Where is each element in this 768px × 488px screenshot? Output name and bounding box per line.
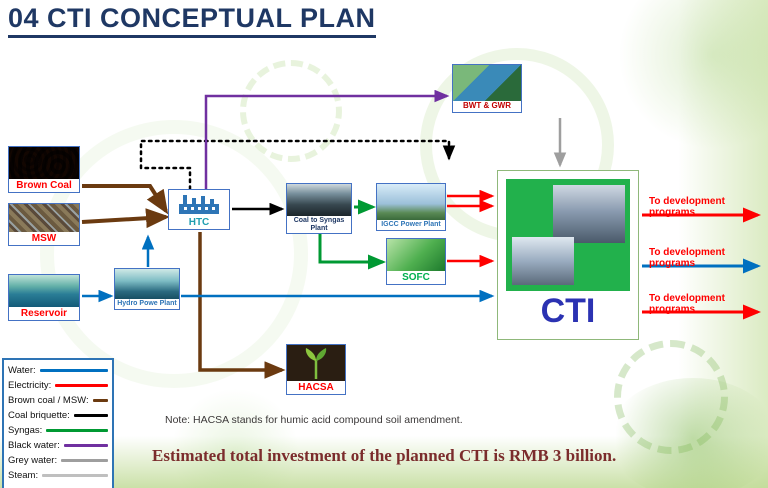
hydro-plant-label: Hydro Powe Plant: [115, 299, 179, 309]
reservoir-label: Reservoir: [9, 307, 79, 320]
node-msw: MSW: [8, 203, 80, 246]
legend-label: Steam:: [8, 470, 39, 481]
node-htc: HTC: [168, 189, 230, 230]
node-sofc: SOFC: [386, 238, 446, 285]
green-band-right: [678, 0, 768, 488]
cti-label: CTI: [540, 292, 596, 330]
legend-label: Black water:: [8, 440, 60, 451]
arrow-htc-to-hacsa: [198, 232, 286, 379]
node-hydro-power-plant: Hydro Powe Plant: [114, 268, 180, 310]
legend-label: Syngas:: [8, 425, 43, 436]
legend-label: Coal briquette:: [8, 410, 70, 421]
factory-icon: [169, 190, 229, 216]
decor-ring: [614, 340, 728, 454]
arrow-msw-to-htc: [81, 208, 170, 229]
legend-label: Water:: [8, 365, 36, 376]
legend-row-water: Water:: [8, 363, 108, 378]
htc-label: HTC: [169, 216, 229, 229]
cti-plant-image: [506, 179, 630, 291]
msw-image: [9, 204, 79, 232]
legend-line-syngas: [46, 429, 108, 432]
page-title: 04 CTI CONCEPTUAL PLAN: [8, 3, 376, 39]
decor-ring: [240, 60, 342, 162]
brown-coal-image: [9, 147, 79, 179]
node-hacsa: HACSA: [286, 344, 346, 395]
legend-line-steam: [42, 474, 108, 477]
output-label-1: To development programs: [649, 196, 725, 218]
node-coal-to-syngas-plant: Coal to Syngas Plant: [286, 183, 352, 235]
node-igcc-power-plant: IGCC Power Plant: [376, 183, 446, 231]
node-bwt-gwr: BWT & GWR: [452, 64, 522, 113]
syngas-plant-image: [287, 184, 351, 216]
legend-line-water: [39, 369, 108, 372]
legend-line-electricity: [55, 384, 108, 387]
legend-line-black-water: [63, 444, 108, 447]
sofc-label: SOFC: [387, 271, 445, 284]
bwt-gwr-image: [453, 65, 521, 101]
igcc-image: [377, 184, 445, 220]
igcc-label: IGCC Power Plant: [377, 220, 445, 230]
syngas-plant-label: Coal to Syngas Plant: [287, 216, 351, 234]
output-label-2: To development programs: [649, 247, 725, 269]
legend-box: Water: Electricity: Brown coal / MSW: Co…: [2, 358, 114, 488]
sofc-image: [387, 239, 445, 271]
node-cti: CTI: [497, 170, 639, 340]
investment-statement: Estimated total investment of the planne…: [152, 446, 617, 465]
arrow-syngas-to-sofc: [318, 231, 386, 270]
legend-row-electricity: Electricity:: [8, 378, 108, 393]
legend-line-brown-coal: [92, 399, 108, 402]
legend-row-grey-water: Grey water:: [8, 453, 108, 468]
legend-label: Brown coal / MSW:: [8, 395, 89, 406]
legend-line-grey-water: [61, 459, 108, 462]
hacsa-note: Note: HACSA stands for humic acid compou…: [165, 414, 463, 426]
msw-label: MSW: [9, 232, 79, 245]
hacsa-image: [287, 345, 345, 381]
brown-coal-label: Brown Coal: [9, 179, 79, 192]
reservoir-image: [9, 275, 79, 307]
legend-row-steam: Steam:: [8, 468, 108, 483]
legend-label: Grey water:: [8, 455, 58, 466]
node-reservoir: Reservoir: [8, 274, 80, 321]
hacsa-label: HACSA: [287, 381, 345, 394]
arrow-coalbriquette-dotted: [139, 139, 456, 191]
node-brown-coal: Brown Coal: [8, 146, 80, 193]
legend-line-coal-briquette: [73, 414, 108, 417]
arrow-blackwater-htc-to-bwt: [204, 89, 450, 189]
arrow-browncoal-to-htc: [82, 184, 169, 215]
decor-ring: [40, 120, 308, 388]
legend-row-coal-briquette: Coal briquette:: [8, 408, 108, 423]
output-label-3: To development programs: [649, 293, 725, 315]
legend-row-syngas: Syngas:: [8, 423, 108, 438]
legend-row-brown-coal: Brown coal / MSW:: [8, 393, 108, 408]
cti-photo-bottom: [512, 237, 574, 285]
cti-photo-top: [553, 185, 625, 243]
decor-circle: [618, 0, 768, 150]
legend-row-black-water: Black water:: [8, 438, 108, 453]
decor-foliage: [608, 378, 768, 488]
decor-circle: [170, 388, 300, 488]
bwt-gwr-label: BWT & GWR: [453, 101, 521, 112]
legend-label: Electricity:: [8, 380, 52, 391]
hydro-plant-image: [115, 269, 179, 299]
